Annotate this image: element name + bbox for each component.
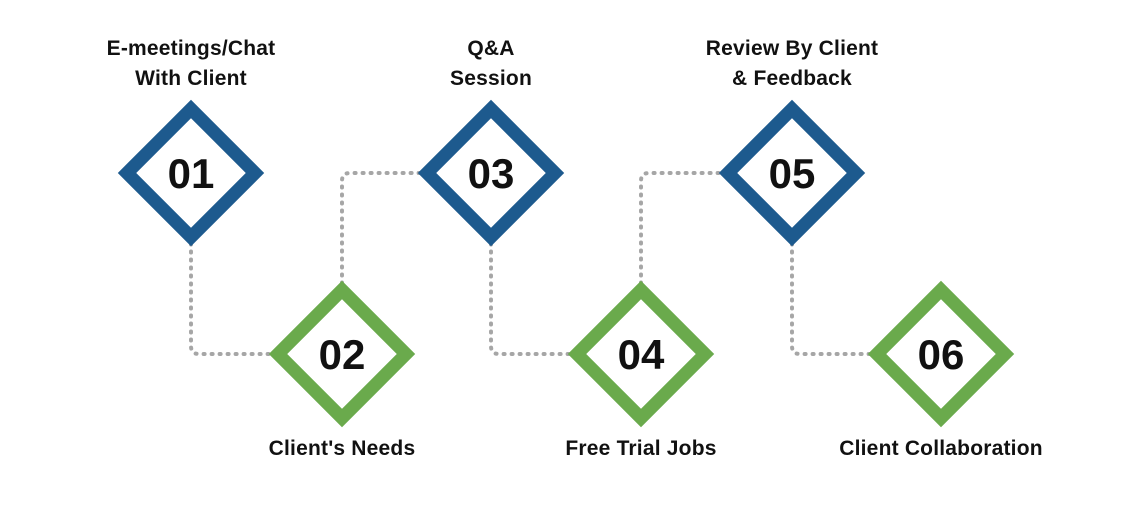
step-title: Client's Needs [212, 434, 472, 464]
step-01: 01 [117, 99, 265, 247]
step-number: 06 [918, 331, 965, 378]
step-title: Free Trial Jobs [511, 434, 771, 464]
step-title-line: With Client [135, 67, 247, 90]
step-diamond [117, 99, 265, 247]
step-02: 02 [268, 280, 416, 428]
step-title-line: Session [450, 67, 532, 90]
step-title-line: Client Collaboration [839, 437, 1043, 460]
step-title-line: Q&A [467, 37, 515, 60]
step-title-line: Free Trial Jobs [565, 437, 717, 460]
connector-5-to-6 [790, 241, 873, 356]
connector-4-to-5 [639, 171, 724, 286]
step-diamond [718, 99, 866, 247]
step-05: 05 [718, 99, 866, 247]
connector-1-to-2 [189, 241, 274, 356]
step-title-line: Client's Needs [268, 437, 416, 460]
step-03: 03 [417, 99, 565, 247]
step-title-line: & Feedback [732, 67, 852, 90]
step-number: 03 [468, 150, 515, 197]
connector-2-to-3 [340, 171, 423, 286]
step-title-line: E-meetings/Chat [106, 37, 276, 60]
step-diamond [268, 280, 416, 428]
step-number: 05 [769, 150, 816, 197]
connector-3-to-4 [489, 241, 573, 356]
step-06: 06 [867, 280, 1015, 428]
step-diamonds: 01 02 03 04 05 06 [117, 99, 1015, 428]
step-title-line: Review By Client [705, 37, 879, 60]
step-diamond [567, 280, 715, 428]
connector-lines [189, 171, 873, 356]
step-number: 04 [618, 331, 665, 378]
step-title: Client Collaboration [811, 434, 1071, 464]
step-diamond [417, 99, 565, 247]
step-diamond [867, 280, 1015, 428]
step-title: Q&A Session [361, 34, 621, 94]
step-04: 04 [567, 280, 715, 428]
step-title: Review By Client & Feedback [662, 34, 922, 94]
step-number: 02 [319, 331, 366, 378]
step-number: 01 [168, 150, 215, 197]
